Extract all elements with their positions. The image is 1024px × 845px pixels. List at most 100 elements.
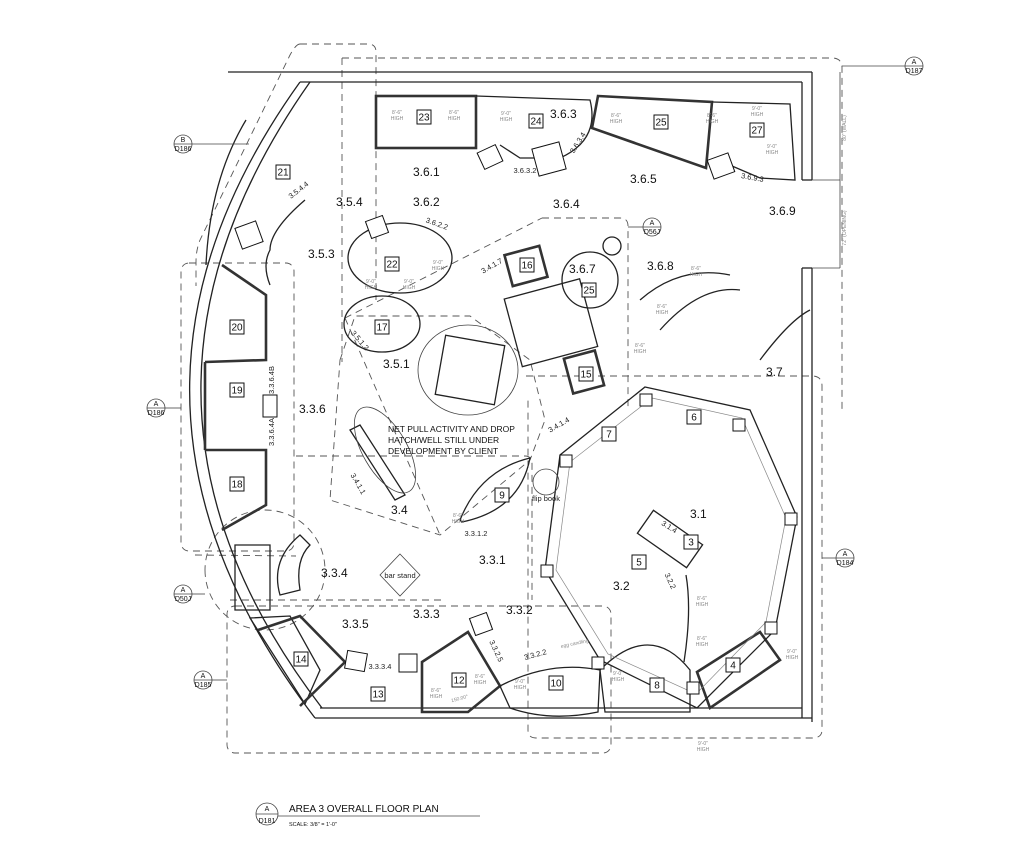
booth-numbers: 23 24 25 27 21 22 16 25 17 20 19 15 6 7 … <box>229 109 765 702</box>
booth-number: 8 <box>654 681 660 692</box>
height-value: 9'-0" <box>366 279 376 285</box>
height-value: 9'-0" <box>433 260 443 266</box>
height-unit: HIGH <box>403 285 416 291</box>
note-line: DEVELOPMENT BY CLIENT <box>388 446 498 456</box>
zone-label: 3.6.8 <box>647 259 674 273</box>
height-value: 8'-6" <box>475 674 485 680</box>
element-tag: 3.1.4 <box>660 519 679 535</box>
booth-number: 6 <box>691 413 697 424</box>
callout-d56j: A D56J <box>628 217 662 237</box>
svg-text:D185: D185 <box>195 682 212 689</box>
title-callout-letter: A <box>265 806 270 813</box>
height-unit: HIGH <box>430 694 443 700</box>
height-unit: HIGH <box>365 285 378 291</box>
booth-number: 23 <box>418 113 430 124</box>
zone-label: 3.1 <box>690 507 707 521</box>
svg-text:B: B <box>181 137 186 144</box>
height-value: 8'-6" <box>635 343 645 349</box>
element-tag: 3.6.3.4 <box>568 131 588 155</box>
wall-dimension: 80" (WALL) <box>842 115 848 141</box>
booth-number: 25 <box>583 286 595 297</box>
zone-label: 3.4 <box>391 503 408 517</box>
booth-number: 9 <box>499 491 505 502</box>
height-unit: HIGH <box>696 642 709 648</box>
zone-label: 3.2 <box>613 579 630 593</box>
height-unit: HIGH <box>766 150 779 156</box>
zone-label: 3.6.7 <box>569 262 596 276</box>
zone-label: 3.6.5 <box>630 172 657 186</box>
booth-number: 21 <box>277 168 289 179</box>
element-tag: 3.4.1.4 <box>547 415 571 434</box>
zone-label: 3.6.2 <box>413 195 440 209</box>
area-boundaries <box>180 43 843 754</box>
zone-label: 3.5.1 <box>383 357 410 371</box>
svg-text:D186: D186 <box>175 146 192 153</box>
flip-book-label: flip book <box>532 494 560 503</box>
svg-text:D184: D184 <box>837 560 854 567</box>
note-line: HATCH/WELL STILL UNDER <box>388 435 499 445</box>
booth-number: 3 <box>688 538 694 549</box>
booth-number: 14 <box>295 655 307 666</box>
zone-labels: 3.6.3 3.6.1 3.5.4 3.6.2 3.6.4 3.5.3 3.6.… <box>299 107 796 631</box>
booth-number: 15 <box>580 370 592 381</box>
svg-text:A: A <box>181 587 186 594</box>
zone-label: 3.3.6 <box>299 402 326 416</box>
height-unit: HIGH <box>634 349 647 355</box>
height-unit: HIGH <box>706 119 719 125</box>
booth-number: 10 <box>550 679 562 690</box>
element-tag: 3.5.1.2 <box>349 329 371 352</box>
height-unit: HIGH <box>474 680 487 686</box>
element-tag: 3.6.9.3 <box>740 171 764 184</box>
height-unit: HIGH <box>610 119 623 125</box>
height-value: 9'-0" <box>404 279 414 285</box>
booth-walls <box>203 94 811 717</box>
bar-stand-label: bar stand <box>384 571 415 580</box>
height-value: 9'-0" <box>501 111 511 117</box>
height-value: 8'-6" <box>691 266 701 272</box>
title-callout-sheet: D181 <box>259 818 276 825</box>
zone-label: 3.3.5 <box>342 617 369 631</box>
booth-number: 4 <box>730 661 736 672</box>
title-block: A D181 AREA 3 OVERALL FLOOR PLAN SCALE: … <box>255 802 480 828</box>
note-line: NET PULL ACTIVITY AND DROP <box>388 424 515 434</box>
height-value: 9'-0" <box>767 144 777 150</box>
booth-number: 7 <box>606 430 612 441</box>
element-tag: 3.3.6.4B <box>267 366 276 394</box>
booth-number: 24 <box>530 117 542 128</box>
height-value: 8'-6" <box>657 304 667 310</box>
pillars <box>540 393 798 695</box>
svg-text:D56J: D56J <box>644 229 660 236</box>
height-value: 8'-6" <box>611 113 621 119</box>
annotations: NET PULL ACTIVITY AND DROP HATCH/WELL ST… <box>379 424 589 650</box>
element-tag: 3.5.4.4 <box>287 179 311 200</box>
element-tag: 3.3.3.4 <box>369 662 392 671</box>
booth-number: 16 <box>521 261 533 272</box>
svg-text:A: A <box>650 220 655 227</box>
zone-label: 3.6.3 <box>550 107 577 121</box>
height-value: 8'-6" <box>392 110 402 116</box>
egg-candling-label: egg candling <box>560 638 589 650</box>
booth-number: 13 <box>372 690 384 701</box>
height-unit: HIGH <box>786 655 799 661</box>
height-unit: HIGH <box>500 117 513 123</box>
element-tag: 3.4.1.7 <box>480 256 504 275</box>
height-unit: HIGH <box>448 116 461 122</box>
height-unit: HIGH <box>452 519 465 525</box>
element-tag: 3.3.6.4A <box>267 418 276 446</box>
zone-label: 3.3.3 <box>413 607 440 621</box>
zone-label: 3.6.9 <box>769 204 796 218</box>
opening-dimension: 72" (OPENING) <box>842 210 848 245</box>
height-unit: HIGH <box>656 310 669 316</box>
svg-text:A: A <box>201 673 206 680</box>
height-value: 9'-0" <box>752 106 762 112</box>
callout-d185: A D185 <box>193 670 227 690</box>
booth-number: 27 <box>751 126 763 137</box>
element-tag: 3.2.2 <box>663 571 678 590</box>
height-value: 9'-0" <box>613 671 623 677</box>
svg-text:D186: D186 <box>148 410 165 417</box>
element-tags: 3.5.4.4 3.6.2.2 3.6.3.2 3.6.3.4 3.6.9.3 … <box>267 131 765 671</box>
drawing-title: AREA 3 OVERALL FLOOR PLAN <box>289 804 439 815</box>
